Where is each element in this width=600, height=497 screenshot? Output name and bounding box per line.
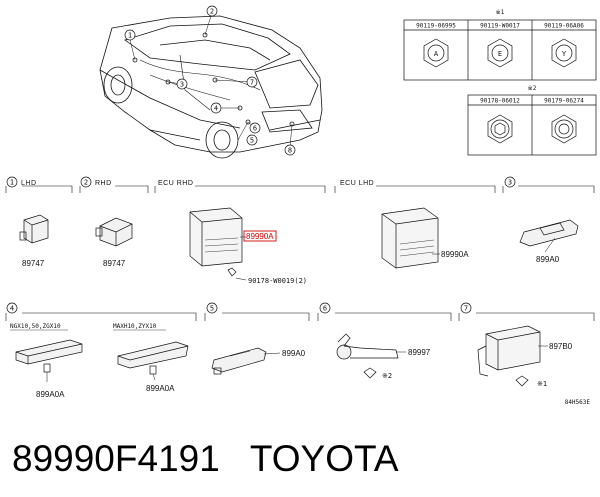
svg-text:5: 5 <box>210 305 214 313</box>
callout-6[interactable]: 6 <box>249 122 261 134</box>
svg-text:2: 2 <box>84 179 88 187</box>
bolt-mark-E: E <box>498 50 502 58</box>
part-89747-rhd[interactable]: 89747 <box>103 259 126 268</box>
section-1-title: LHD <box>21 180 37 187</box>
caption-brand: TOYOTA <box>249 438 399 479</box>
ecu-rhd-title: ECU RHD <box>158 180 193 187</box>
car-callouts: 1 2 3 4 5 6 7 8 <box>124 5 296 156</box>
svg-text:7: 7 <box>464 305 468 313</box>
svg-text:1: 1 <box>128 32 132 40</box>
caption: 89990F4191 TOYOTA <box>12 438 592 480</box>
section-7: 7 897B0 ※1 <box>460 302 573 388</box>
svg-text:3: 3 <box>180 81 184 89</box>
svg-text:6: 6 <box>253 125 257 133</box>
part-89990A-lhd[interactable]: 89990A <box>441 250 469 259</box>
svg-text:5: 5 <box>250 137 254 145</box>
ecu-lhd-title: ECU LHD <box>340 180 374 187</box>
diagram-code: 84H563E <box>565 399 591 406</box>
section-2: 2 RHD 89747 <box>80 176 133 268</box>
section-ecu-lhd: ECU LHD 89990A <box>340 180 469 269</box>
svg-text:4: 4 <box>214 105 218 113</box>
svg-text:3: 3 <box>508 179 512 187</box>
part-90178-W0019[interactable]: 90178-W0019(2) <box>248 277 307 285</box>
part-90178-06012[interactable]: 90178-06012 <box>480 98 520 105</box>
bolt-mark-Y: Y <box>562 50 567 58</box>
svg-text:2: 2 <box>210 8 214 16</box>
callout-7[interactable]: 7 <box>246 76 258 88</box>
caption-part-number: 89990F4191 <box>12 438 220 479</box>
section-4: 4 NGX10,50,ZGX10 MAXH10,ZYX10 899A0A 899… <box>6 302 189 399</box>
section-ecu-rhd: ECU RHD 89990A 90178-W0019(2) <box>158 180 307 285</box>
fastener-note-1: ※1 <box>537 380 547 388</box>
part-90179-06274[interactable]: 90179-06274 <box>544 98 584 105</box>
section-1: 1 LHD 89747 <box>6 176 49 268</box>
fastener-table-bottom: ※2 90178-06012 90179-06274 <box>467 85 597 156</box>
part-899A0A-maxh10[interactable]: 899A0A <box>146 384 175 393</box>
part-899A0-5[interactable]: 899A0 <box>282 349 306 358</box>
callout-4[interactable]: 4 <box>210 102 222 114</box>
section-5: 5 899A0 <box>206 302 306 375</box>
part-89747-lhd[interactable]: 89747 <box>22 259 45 268</box>
svg-text:7: 7 <box>250 79 254 87</box>
svg-text:6: 6 <box>323 305 327 313</box>
variant-maxh10: MAXH10,ZYX10 <box>113 323 157 330</box>
part-90119-W0017[interactable]: 90119-W0017 <box>480 23 520 30</box>
part-89997[interactable]: 89997 <box>408 348 431 357</box>
svg-text:8: 8 <box>288 147 292 155</box>
part-899A0-3[interactable]: 899A0 <box>536 255 560 264</box>
bolt-mark-A: A <box>434 50 439 58</box>
section-3: 3 899A0 <box>504 176 579 264</box>
svg-text:※2: ※2 <box>528 85 537 92</box>
callout-2[interactable]: 2 <box>206 5 218 17</box>
car-illustration <box>99 15 323 159</box>
part-89990A-rhd-highlighted[interactable]: 89990A <box>246 232 274 241</box>
section-6: 6 89997 ※2 <box>319 302 431 380</box>
callout-3[interactable]: 3 <box>176 78 188 90</box>
fastener-note-2: ※2 <box>382 372 392 380</box>
callout-1[interactable]: 1 <box>124 29 136 41</box>
svg-text:1: 1 <box>10 179 14 187</box>
callout-8[interactable]: 8 <box>284 144 296 156</box>
variant-ngx10: NGX10,50,ZGX10 <box>10 323 61 330</box>
svg-text:4: 4 <box>10 305 14 313</box>
fastener-table-top: ※1 90119-06995 90119-W0017 90119-06A06 A… <box>403 9 597 81</box>
section-2-title: RHD <box>95 180 112 187</box>
part-899A0A-ngx10[interactable]: 899A0A <box>36 390 65 399</box>
svg-text:※1: ※1 <box>496 9 505 16</box>
part-90119-06995[interactable]: 90119-06995 <box>416 23 456 30</box>
callout-5[interactable]: 5 <box>246 134 258 146</box>
part-90119-06A06[interactable]: 90119-06A06 <box>544 23 584 30</box>
part-897B0[interactable]: 897B0 <box>549 342 573 351</box>
